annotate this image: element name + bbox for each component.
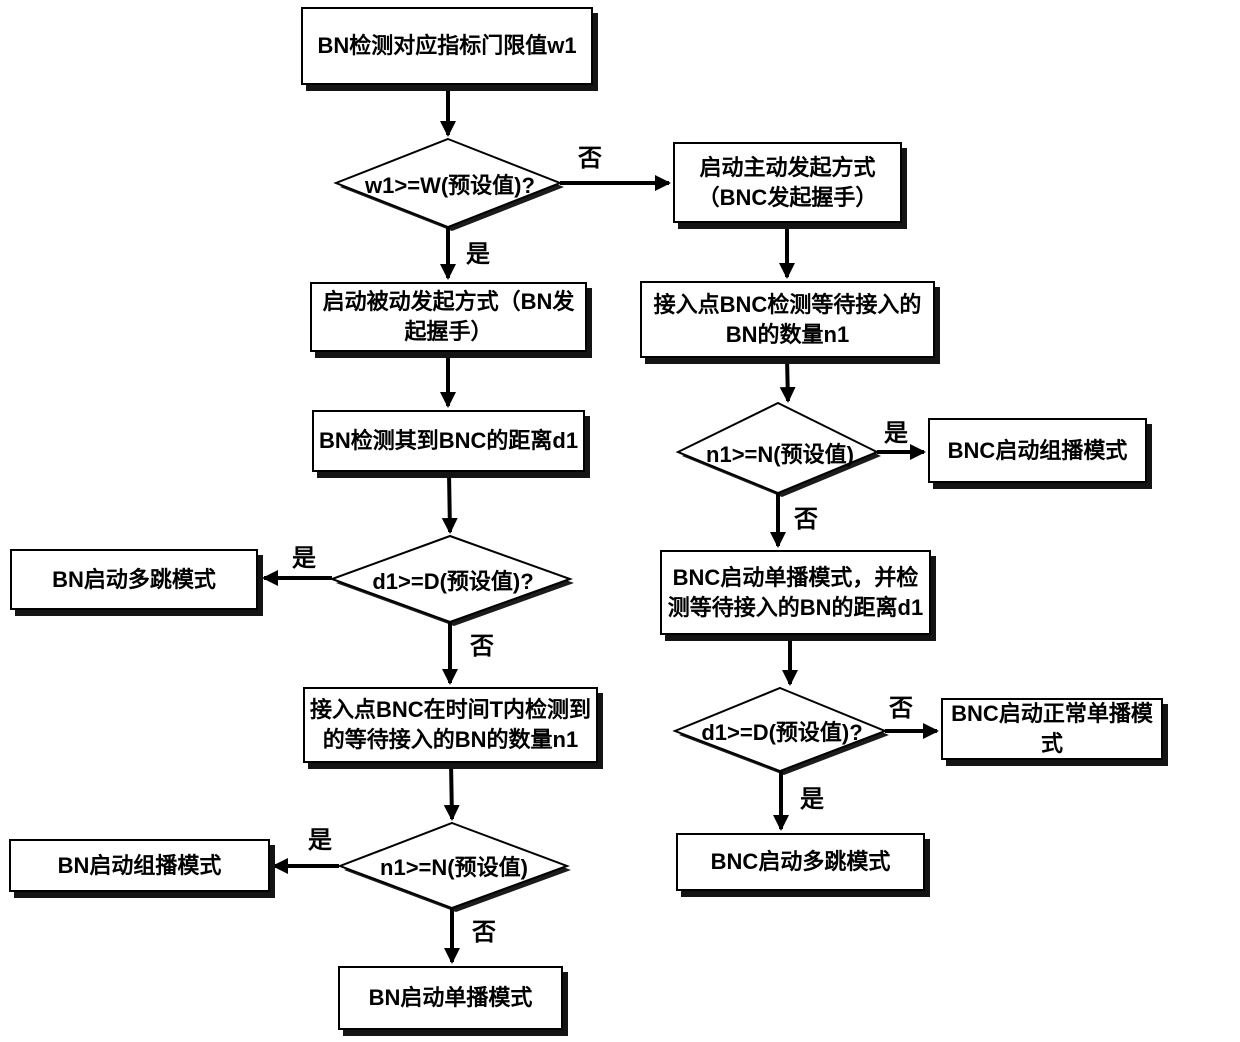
node-bn-threshold: BN检测对应指标门限值w1: [301, 7, 593, 85]
branch-label-n1-left-no: 否: [472, 919, 496, 946]
decision-w1-label: w1>=W(预设值)?: [365, 173, 535, 198]
branch-label-n1-right-no: 否: [794, 506, 818, 533]
branch-label-d1-right-yes: 是: [800, 786, 824, 813]
branch-label-n1-left-yes: 是: [308, 827, 332, 854]
branch-label-w1-yes: 是: [466, 241, 490, 268]
node-bnc-normal-unicast: BNC启动正常单播模式: [941, 698, 1163, 760]
branch-label-d1-left-no: 否: [470, 633, 494, 660]
decision-d1-right-label: d1>=D(预设值)?: [701, 720, 863, 745]
branch-label-n1-right-yes: 是: [884, 420, 908, 447]
node-bnc-count-in-T: 接入点BNC在时间T内检测到 的等待接入的BN的数量n1: [303, 687, 598, 763]
node-bn-distance: BN检测其到BNC的距离d1: [312, 410, 585, 472]
node-bnc-multihop: BNC启动多跳模式: [676, 833, 925, 891]
branch-label-d1-left-yes: 是: [292, 545, 316, 572]
node-bn-unicast: BN启动单播模式: [338, 966, 563, 1030]
branch-label-w1-no: 否: [578, 145, 602, 172]
node-passive-mode: 启动被动发起方式（BN发 起握手）: [310, 282, 587, 352]
node-bnc-count: 接入点BNC检测等待接入的 BN的数量n1: [640, 281, 935, 358]
decision-n1-left-label: n1>=N(预设值): [380, 855, 528, 880]
node-bn-multicast: BN启动组播模式: [9, 839, 270, 892]
decision-n1-right-label: n1>=N(预设值): [706, 442, 854, 467]
node-bn-multihop: BN启动多跳模式: [10, 549, 258, 610]
node-active-mode: 启动主动发起方式 （BNC发起握手）: [673, 142, 902, 223]
node-bnc-unicast-detect: BNC启动单播模式，并检 测等待接入的BN的距离d1: [660, 550, 931, 635]
connectors: [262, 85, 939, 964]
decision-d1-left-label: d1>=D(预设值)?: [372, 569, 534, 594]
node-bnc-multicast: BNC启动组播模式: [928, 418, 1147, 483]
branch-label-d1-right-no: 否: [889, 695, 913, 722]
